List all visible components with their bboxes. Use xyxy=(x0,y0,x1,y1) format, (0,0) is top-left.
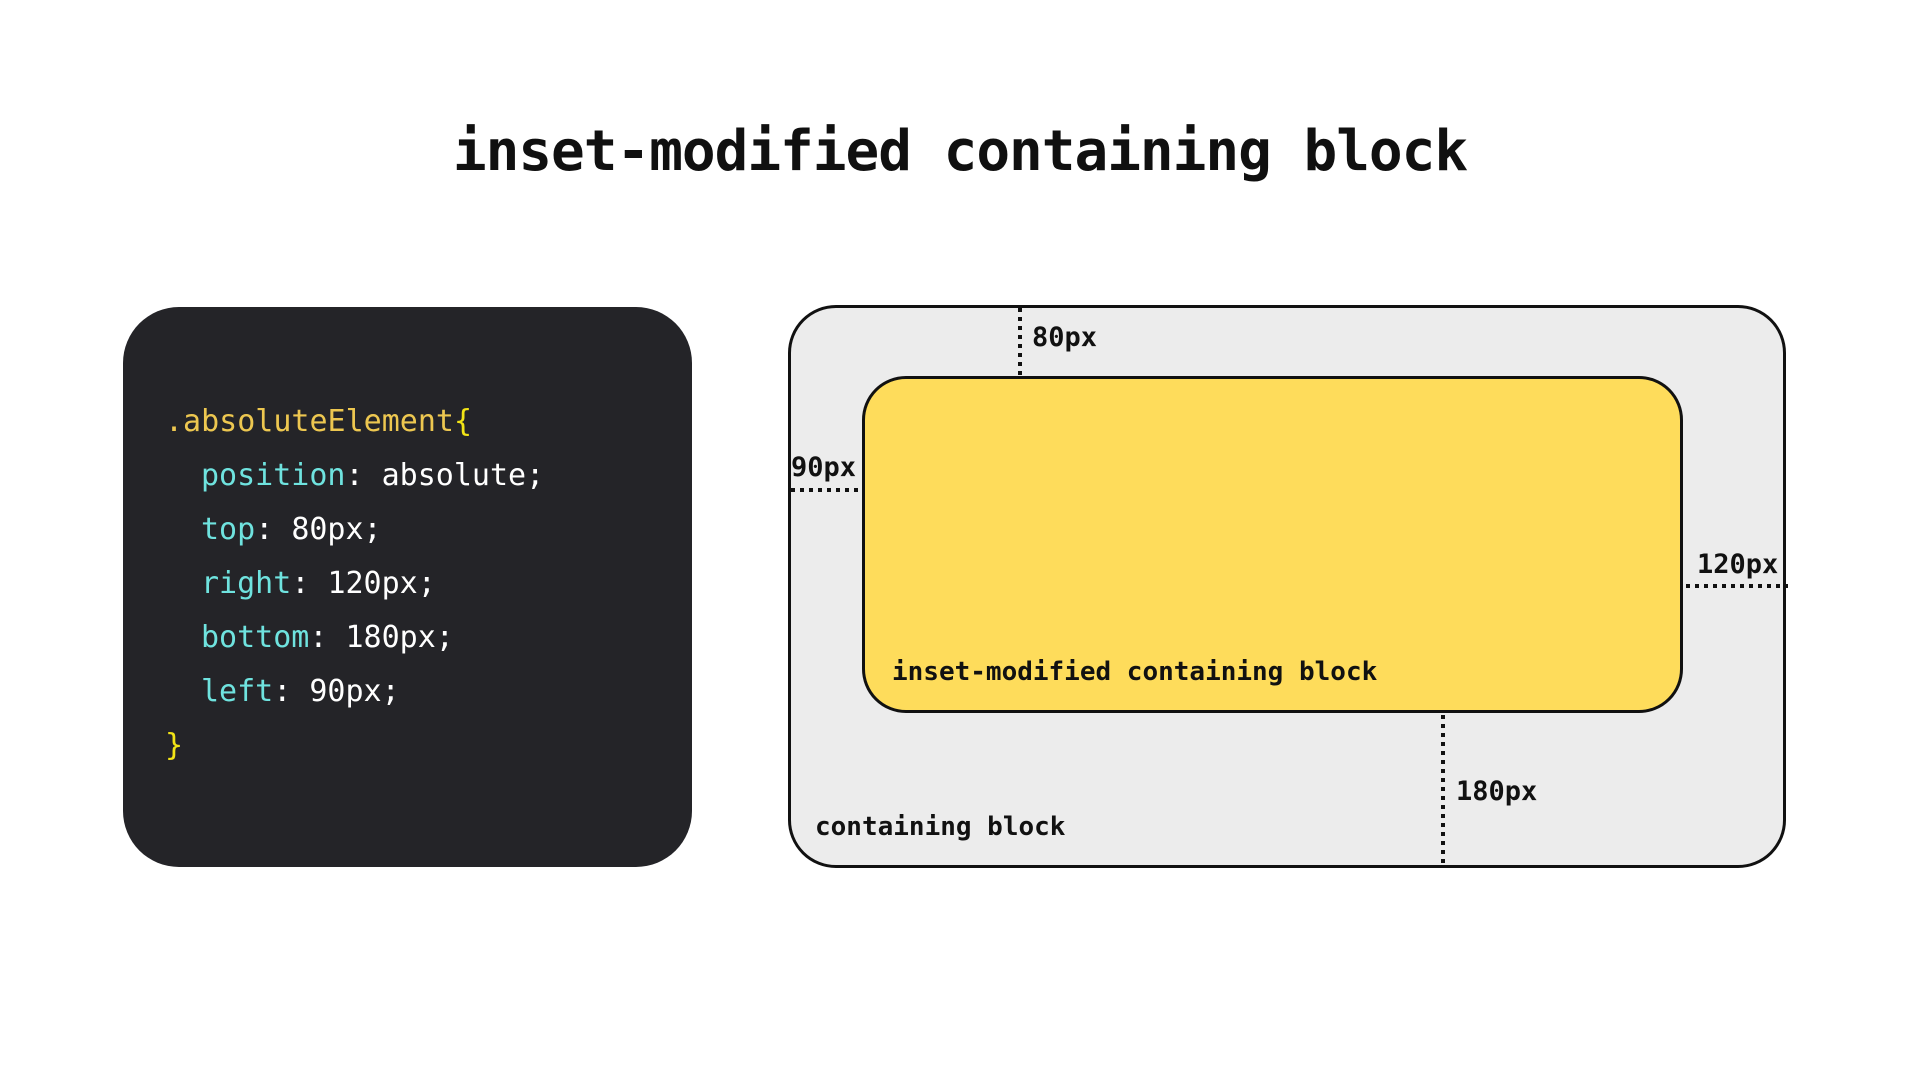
code-property: right xyxy=(201,566,292,601)
code-selector-line: .absoluteElement{ xyxy=(165,395,662,449)
code-property: top xyxy=(201,512,256,547)
code-value: 120px; xyxy=(327,566,436,601)
code-value: absolute; xyxy=(381,458,545,493)
containing-block: inset-modified containing block containi… xyxy=(788,305,1786,868)
code-value: 180px; xyxy=(345,620,454,655)
code-value: 90px; xyxy=(309,674,400,709)
code-declaration-position: position: absolute; xyxy=(165,449,662,503)
code-close-brace-line: } xyxy=(165,719,662,773)
dotted-line-top-inset xyxy=(1018,308,1022,377)
code-separator: : xyxy=(291,566,328,601)
code-selector: .absoluteElement xyxy=(165,404,454,439)
code-separator: : xyxy=(255,512,292,547)
code-declaration-right: right: 120px; xyxy=(165,557,662,611)
code-separator: : xyxy=(345,458,382,493)
code-property: position xyxy=(201,458,346,493)
dotted-line-left-inset xyxy=(791,488,863,492)
code-open-brace: { xyxy=(453,404,473,439)
code-value: 80px; xyxy=(291,512,382,547)
code-property: bottom xyxy=(201,620,310,655)
inset-block-label: inset-modified containing block xyxy=(892,657,1378,687)
inset-modified-containing-block: inset-modified containing block xyxy=(862,376,1683,713)
code-panel: .absoluteElement{ position: absolute; to… xyxy=(123,307,692,867)
code-declaration-left: left: 90px; xyxy=(165,665,662,719)
containing-block-label: containing block xyxy=(815,812,1066,842)
dotted-line-right-inset xyxy=(1686,584,1788,588)
page-title: inset-modified containing block xyxy=(452,119,1468,184)
code-separator: : xyxy=(309,620,346,655)
dotted-line-bottom-inset xyxy=(1441,715,1445,867)
measurement-label-top: 80px xyxy=(1032,322,1098,353)
code-declaration-bottom: bottom: 180px; xyxy=(165,611,662,665)
code-property: left xyxy=(201,674,274,709)
code-separator: : xyxy=(273,674,310,709)
code-close-brace: } xyxy=(165,728,184,763)
measurement-label-left: 90px xyxy=(791,452,857,483)
code-declaration-top: top: 80px; xyxy=(165,503,662,557)
measurement-label-right: 120px xyxy=(1697,549,1779,580)
measurement-label-bottom: 180px xyxy=(1456,776,1538,807)
